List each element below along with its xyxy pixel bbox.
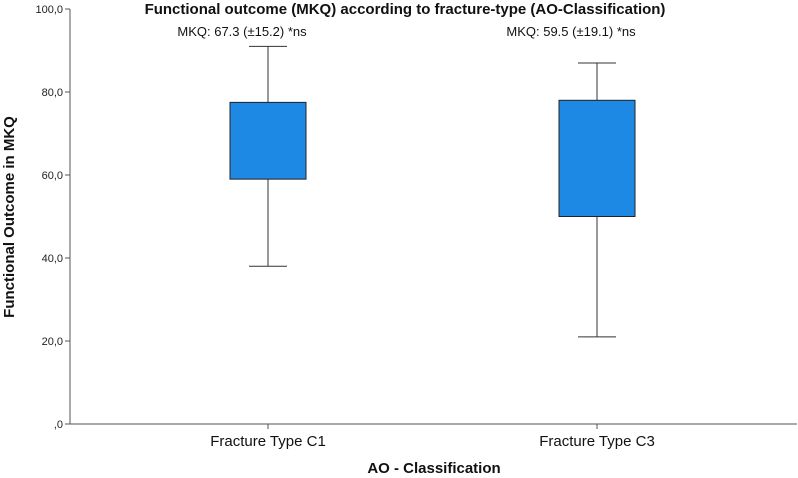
x-axis-title: AO - Classification [367, 460, 500, 477]
box-annotation: MKQ: 59.5 (±19.1) *ns [506, 24, 636, 39]
iqr-box [558, 99, 636, 217]
x-tick-label: Fracture Type C1 [210, 433, 326, 450]
y-tick-label: 80,0 [42, 87, 63, 99]
iqr-box [229, 101, 307, 180]
box-annotation: MKQ: 67.3 (±15.2) *ns [177, 24, 307, 39]
box-group: MKQ: 67.3 (±15.2) *ns [177, 24, 307, 267]
chart-title: Functional outcome (MKQ) according to fr… [145, 1, 666, 18]
y-tick-label: ,0 [54, 419, 63, 431]
y-tick-label: 60,0 [42, 170, 63, 182]
y-tick-label: 20,0 [42, 336, 63, 348]
x-tick-label: Fracture Type C3 [539, 433, 655, 450]
y-axis-title: Functional Outcome in MKQ [1, 116, 18, 318]
box-group: MKQ: 59.5 (±19.1) *ns [506, 24, 636, 338]
y-tick-label: 40,0 [42, 253, 63, 265]
y-tick-label: 100,0 [35, 4, 63, 16]
